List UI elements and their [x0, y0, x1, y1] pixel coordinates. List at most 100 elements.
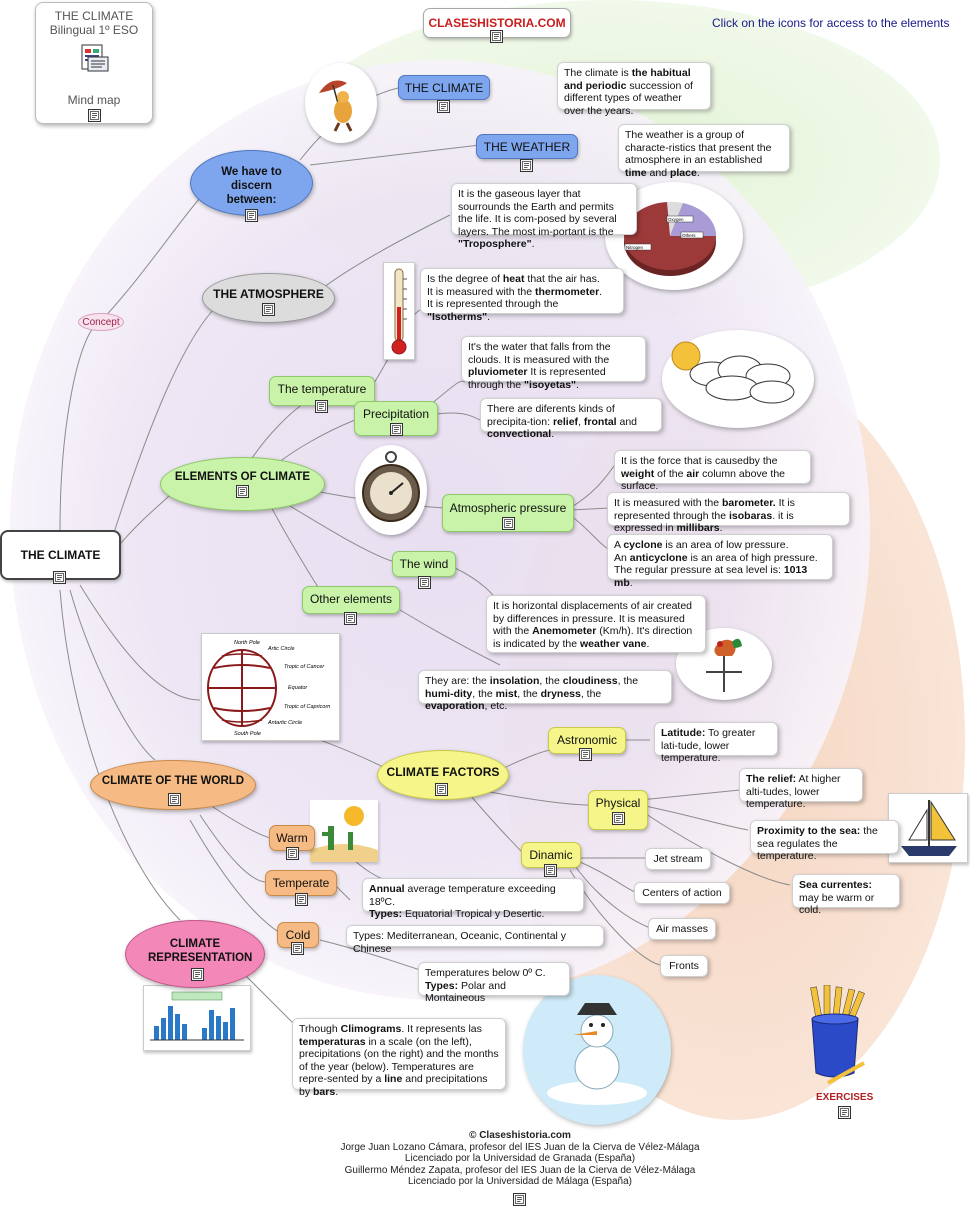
other-elements-node[interactable]: Other elements: [302, 586, 400, 614]
document-icon[interactable]: [245, 209, 258, 222]
footer-line: Guillermo Méndez Zapata, profesor del IE…: [344, 1164, 696, 1176]
text: , the: [539, 675, 563, 687]
connector: [569, 464, 616, 509]
text-bold: isobaras: [729, 509, 773, 522]
temperate-label: Temperate: [272, 876, 330, 890]
precipitation-label: Precipitation: [362, 407, 430, 421]
weather-node[interactable]: THE WEATHER: [476, 134, 578, 159]
footer-line: Jorge Juan Lozano Cámara, profesor del I…: [340, 1141, 700, 1153]
sea-definition: Proximity to the sea: the sea regulates …: [750, 820, 899, 862]
globe-north-pole: North Pole: [234, 640, 260, 646]
elements-label: ELEMENTS OF CLIMATE: [174, 471, 311, 483]
document-icon[interactable]: [262, 303, 275, 316]
text-bold: evaporation: [425, 700, 485, 712]
text: It's the water that falls from the cloud…: [468, 341, 611, 366]
temperate-node[interactable]: Temperate: [265, 870, 337, 896]
document-icon[interactable]: [418, 576, 431, 589]
text: There are diferents kinds of precipita-t…: [487, 403, 615, 428]
document-icon[interactable]: [513, 1193, 526, 1206]
globe-antartic: Antartic Circle: [267, 720, 302, 726]
text: The regular pressure at sea level is:: [614, 564, 784, 576]
text-bold: thermometer: [534, 285, 600, 298]
climate-concept-label: THE CLIMATE: [404, 81, 484, 95]
text: It is measured with the: [614, 497, 722, 509]
elements-node[interactable]: ELEMENTS OF CLIMATE: [160, 457, 325, 511]
physical-node[interactable]: Physical: [588, 790, 648, 830]
document-icon[interactable]: [520, 159, 533, 172]
document-icon[interactable]: [612, 812, 625, 825]
document-icon[interactable]: [236, 485, 249, 498]
connector: [579, 861, 636, 893]
document-icon[interactable]: [191, 968, 204, 981]
world-label: CLIMATE OF THE WORLD: [101, 775, 245, 787]
precipitation-node[interactable]: Precipitation: [354, 401, 438, 436]
factors-node[interactable]: CLIMATE FACTORS: [377, 750, 509, 800]
atmosphere-node[interactable]: THE ATMOSPHERE: [202, 273, 335, 323]
other-elements-definition: They are: the insolation, the cloudiness…: [418, 670, 672, 712]
text: may be warm or cold.: [799, 891, 875, 917]
temperature-label: The temperature: [277, 382, 367, 396]
document-icon[interactable]: [286, 847, 299, 860]
text-bold: air: [686, 467, 700, 480]
document-icon[interactable]: [838, 1106, 851, 1119]
climate-concept-node[interactable]: THE CLIMATE: [398, 75, 490, 100]
connector: [574, 865, 651, 929]
discern-node[interactable]: We have to discern between:: [190, 150, 313, 216]
document-icon[interactable]: [88, 109, 101, 122]
globe-cancer: Tropic of Cancer: [284, 664, 325, 670]
document-icon[interactable]: [544, 864, 557, 877]
document-icon[interactable]: [315, 400, 328, 413]
document-icon[interactable]: [291, 942, 304, 955]
sun-clouds-illustration: [662, 330, 814, 428]
snowman-illustration: [523, 975, 671, 1125]
text: It is measured with the: [427, 285, 535, 298]
pencils-illustration[interactable]: [802, 984, 876, 1089]
text: Is the degree of: [427, 273, 503, 285]
warm-label: Warm: [276, 831, 308, 845]
document-icon[interactable]: [579, 748, 592, 761]
concept-node[interactable]: Concept: [78, 313, 124, 331]
text: A: [614, 539, 624, 551]
dinamic-node[interactable]: Dinamic: [521, 842, 581, 868]
text: , the: [517, 687, 541, 700]
atmosphere-definition: It is the gaseous layer that sourrounds …: [451, 183, 637, 250]
text: It is represented through the: [468, 366, 606, 391]
dinamic-label: Dinamic: [529, 848, 573, 862]
text: It is represented through the: [614, 497, 795, 522]
text-bold: bars: [313, 1085, 336, 1098]
document-icon[interactable]: [435, 783, 448, 796]
wind-node[interactable]: The wind: [392, 551, 456, 577]
pressure-definition: It is the force that is causedby the wei…: [614, 450, 811, 492]
text-bold: line: [384, 1073, 403, 1085]
fronts-box: Fronts: [660, 955, 708, 977]
text: It is the gaseous layer that sourrounds …: [458, 188, 617, 238]
text: and: [646, 166, 670, 179]
document-icon[interactable]: [390, 423, 403, 436]
pressure-node[interactable]: Atmospheric pressure: [442, 494, 574, 532]
document-icon[interactable]: [53, 571, 66, 584]
text-bold: humi-dity: [425, 687, 473, 700]
text: succession of different types of weather…: [564, 79, 693, 117]
text: (Km/h). It's direction is indicated by t…: [493, 625, 693, 650]
site-link[interactable]: CLASESHISTORIA.COM: [423, 8, 571, 38]
text-bold: frontal: [583, 415, 617, 428]
connector: [479, 789, 591, 806]
document-icon[interactable]: [168, 793, 181, 806]
sailboat-illustration: [888, 793, 968, 863]
document-icon[interactable]: [295, 893, 308, 906]
text: The climate is: [564, 67, 632, 79]
document-icon[interactable]: [502, 517, 515, 530]
header-box: THE CLIMATE Bilingual 1º ESO Mind map: [35, 2, 153, 124]
connector: [199, 814, 266, 883]
exercises-label[interactable]: EXERCISES: [816, 1092, 874, 1103]
document-icon[interactable]: [344, 612, 357, 625]
thermometer-illustration: [383, 262, 415, 360]
climogram-illustration: [143, 985, 251, 1051]
connector: [79, 584, 201, 701]
document-icon[interactable]: [490, 30, 503, 43]
latitude-definition: Latitude: To greater lati-tude, lower te…: [654, 722, 778, 764]
text-bold: place: [669, 166, 697, 179]
text: is an area of low pressure.: [662, 539, 789, 551]
document-icon[interactable]: [437, 100, 450, 113]
footer-line: Licenciado por la Universidad de Málaga …: [407, 1176, 633, 1187]
